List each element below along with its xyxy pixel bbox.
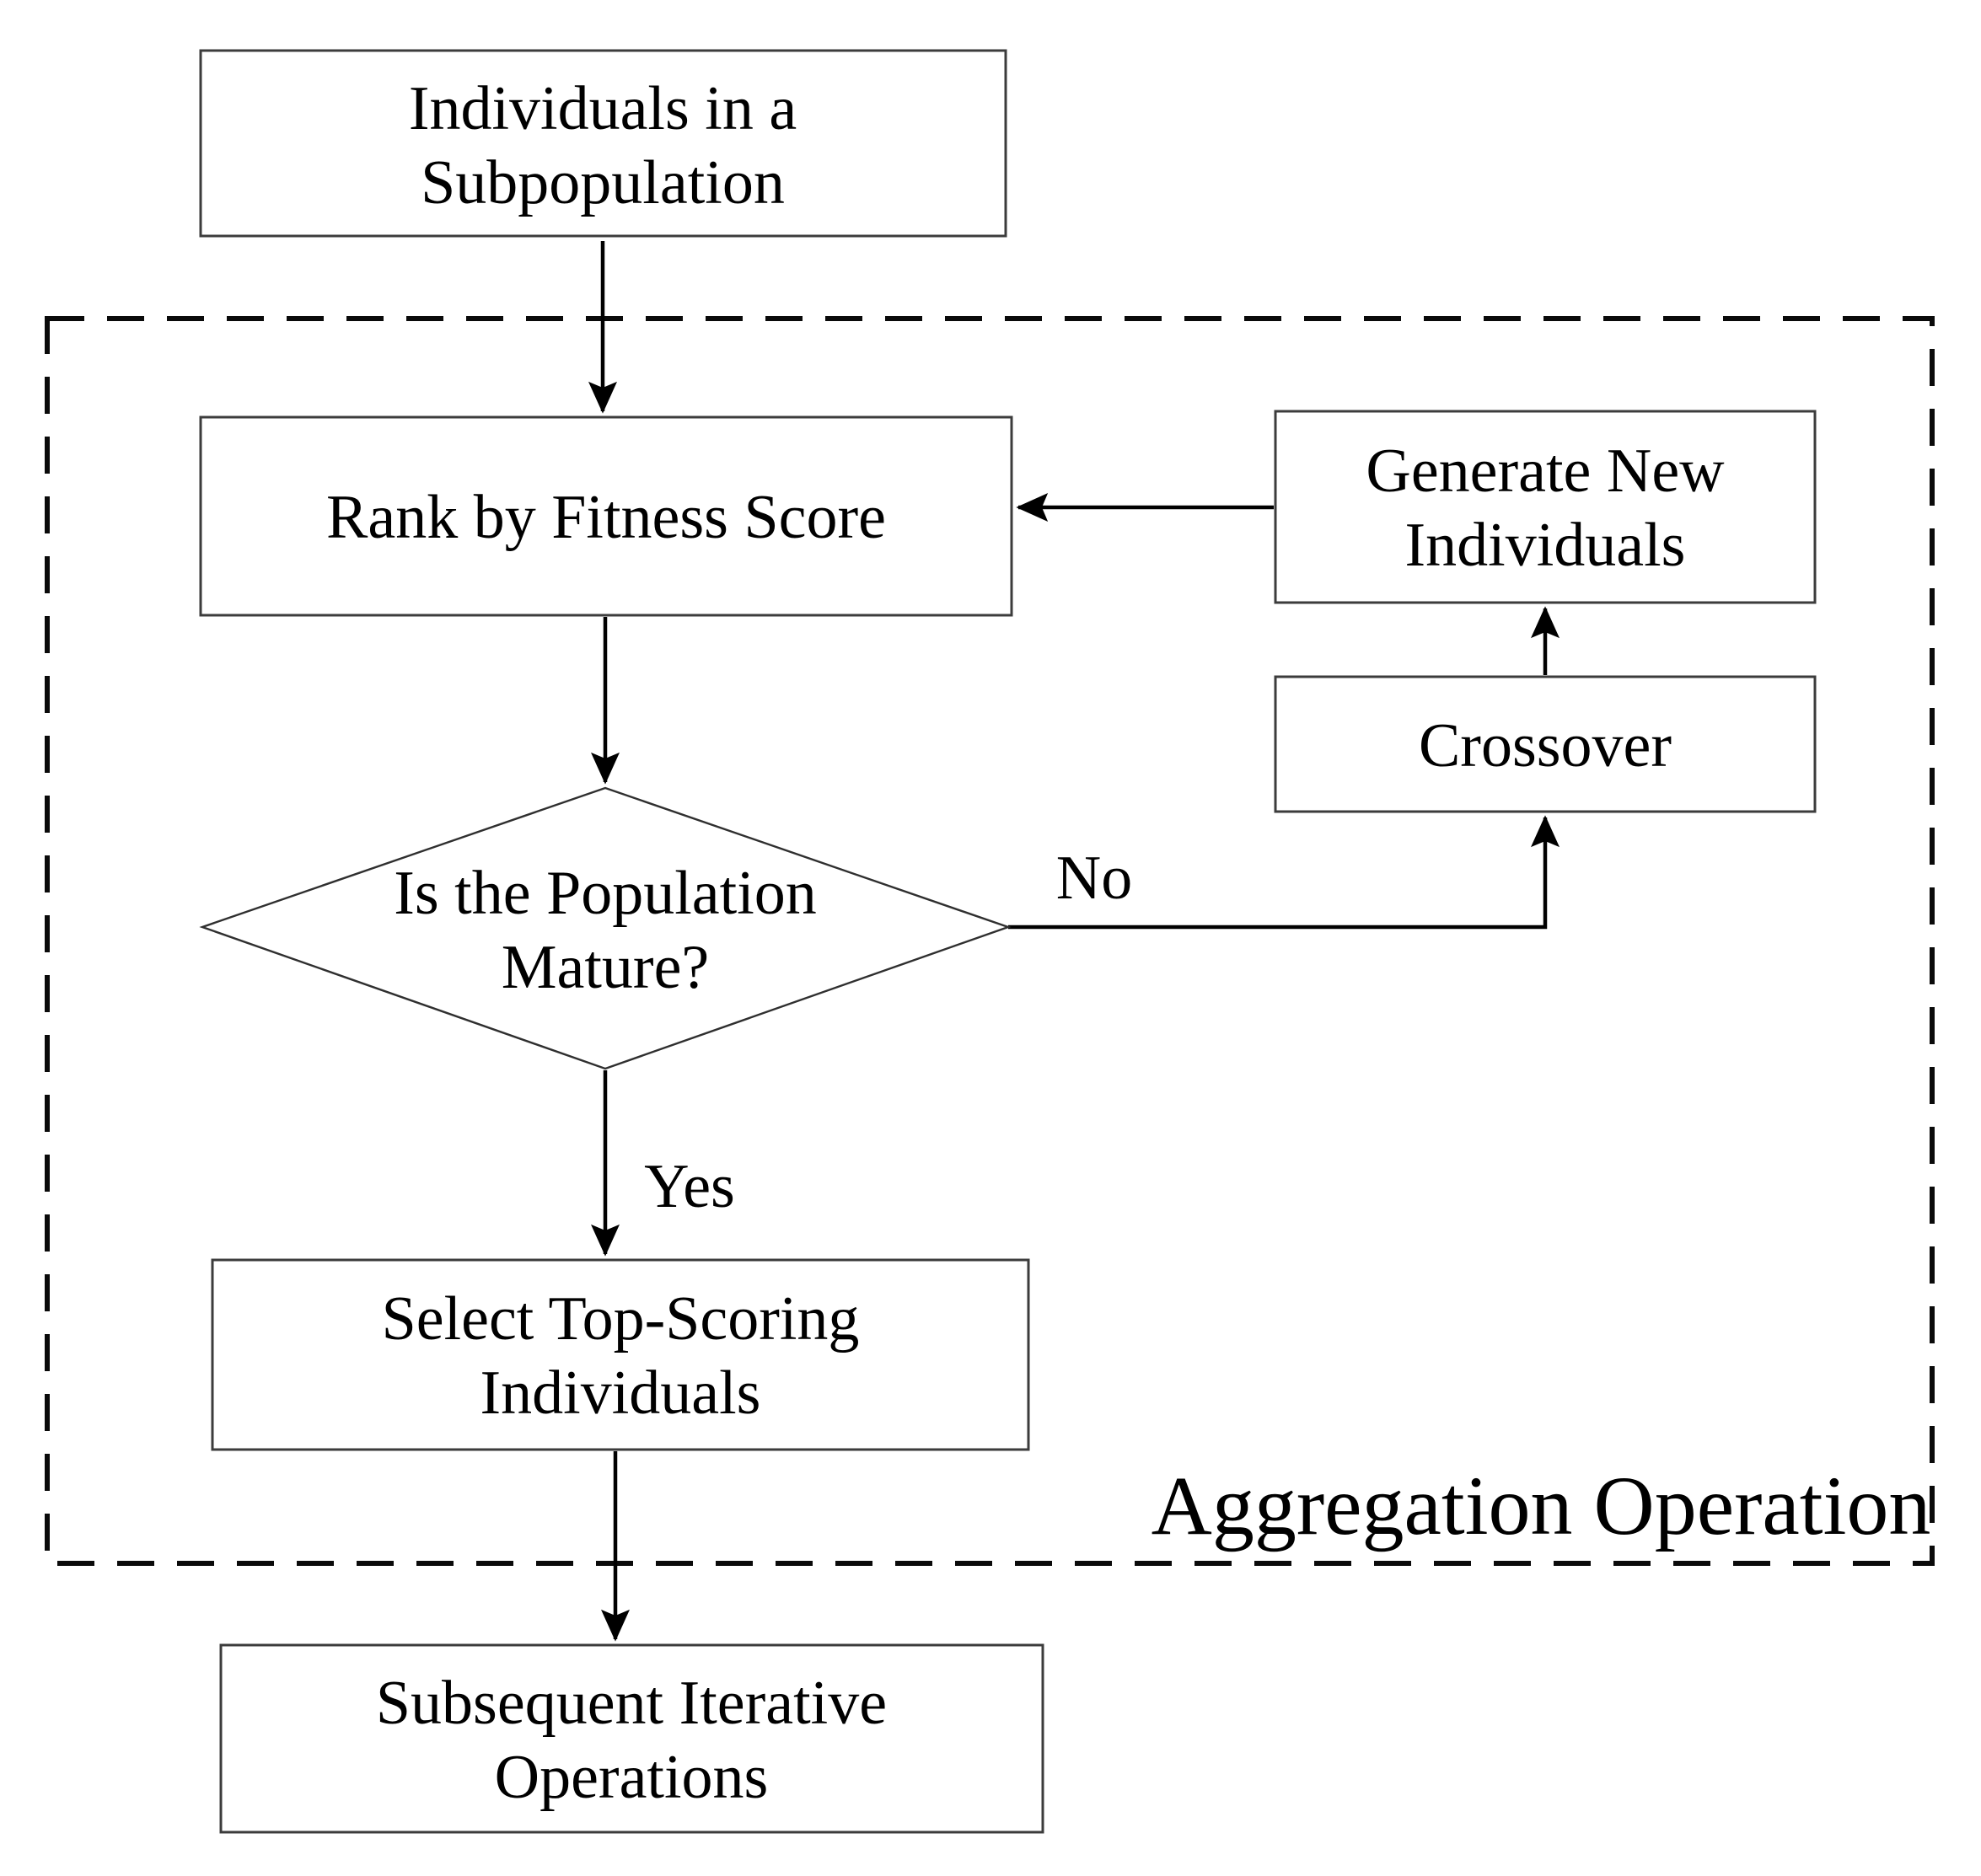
node-crossover: Crossover bbox=[1274, 675, 1817, 813]
edges bbox=[588, 241, 1560, 1642]
crossover-label: Crossover bbox=[1419, 711, 1672, 780]
mature-label-line2: Mature? bbox=[502, 933, 710, 1002]
rank-label: Rank by Fitness Score bbox=[326, 483, 886, 552]
individuals-label-line2: Subpopulation bbox=[421, 148, 785, 217]
edge-label-yes: Yes bbox=[644, 1152, 735, 1221]
nodes: Individuals in a Subpopulation Rank by F… bbox=[199, 49, 1817, 1834]
select-box bbox=[211, 1258, 1030, 1451]
generate-box bbox=[1274, 410, 1817, 604]
node-individuals-in-subpopulation: Individuals in a Subpopulation bbox=[199, 49, 1007, 238]
decision-is-population-mature: Is the Population Mature? bbox=[199, 786, 1012, 1070]
individuals-label-line1: Individuals in a bbox=[409, 74, 797, 143]
rank-box bbox=[199, 415, 1013, 617]
mature-label-line1: Is the Population bbox=[394, 859, 817, 928]
generate-label-line1: Generate New bbox=[1366, 437, 1725, 506]
subsequent-box bbox=[219, 1643, 1044, 1834]
node-rank-by-fitness-score: Rank by Fitness Score bbox=[199, 415, 1013, 617]
aggregation-operation-boundary bbox=[45, 316, 1935, 1566]
edge-mature-to-crossover-no bbox=[1008, 815, 1560, 930]
aggregation-operation-label: Aggregation Operation bbox=[1152, 1459, 1931, 1552]
mature-diamond bbox=[199, 786, 1012, 1070]
subsequent-label-line1: Subsequent Iterative bbox=[376, 1669, 887, 1738]
edge-label-no: No bbox=[1056, 844, 1132, 913]
individuals-box bbox=[199, 49, 1007, 238]
select-label-line1: Select Top-Scoring bbox=[382, 1284, 860, 1353]
crossover-box bbox=[1274, 675, 1817, 813]
select-label-line2: Individuals bbox=[480, 1359, 761, 1428]
node-select-top-scoring-individuals: Select Top-Scoring Individuals bbox=[211, 1258, 1030, 1451]
node-generate-new-individuals: Generate New Individuals bbox=[1274, 410, 1817, 604]
generate-label-line2: Individuals bbox=[1405, 511, 1686, 580]
node-subsequent-iterative-operations: Subsequent Iterative Operations bbox=[219, 1643, 1044, 1834]
subsequent-label-line2: Operations bbox=[495, 1743, 769, 1812]
